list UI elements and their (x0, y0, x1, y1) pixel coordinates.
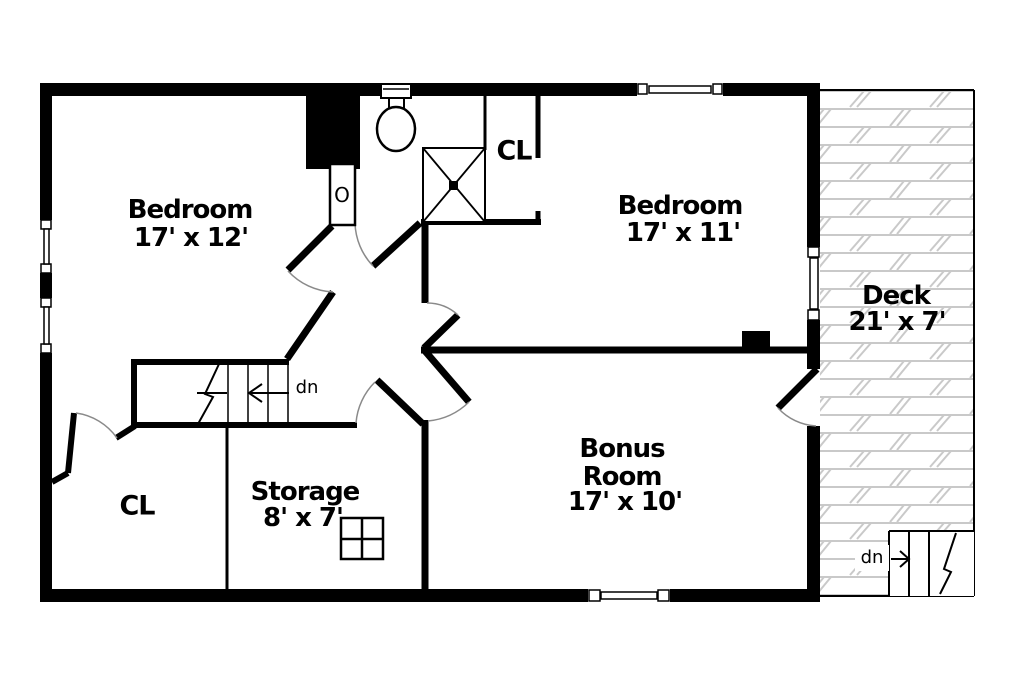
window-left-2 (40, 297, 52, 354)
stair-arrow-head (247, 383, 263, 403)
storage-door-leaf (374, 377, 426, 427)
closet-bath-label: CL (496, 135, 532, 167)
bonus-room-dimensions: 17' x 10' (567, 487, 683, 517)
deck-label: Deck (862, 281, 931, 311)
door-swing-arcs (75, 222, 817, 439)
windows (40, 83, 820, 602)
flue-block (742, 331, 770, 350)
bedroom1-label: Bedroom (127, 195, 254, 225)
deck-stairs (855, 530, 974, 596)
bathroom-fixtures (328, 83, 486, 227)
sink-basin-label: O (334, 183, 350, 207)
interior-walls (50, 93, 820, 595)
bedroom1-door-leaf (285, 223, 335, 273)
bathroom-door-arc (354, 222, 374, 267)
chimney (306, 93, 360, 169)
storage-door-arc (355, 381, 376, 424)
storage-window-icon (339, 516, 385, 561)
shower-icon (422, 147, 486, 223)
window-right-deck (807, 246, 820, 321)
exterior-walls (40, 83, 820, 602)
bonus-room-label-line2: Room (582, 462, 663, 492)
closet-door-arc (75, 412, 118, 439)
stairs-down-label: dn (295, 377, 319, 398)
bedroom2-door-arc (426, 302, 459, 316)
bathroom-door-leaf (370, 220, 423, 269)
deck-stairs-down-label: dn (860, 547, 884, 568)
stair-break-line (197, 363, 220, 425)
bonus-room-label-line1: Bonus (579, 434, 665, 464)
bedroom1-dimensions: 17' x 12' (133, 223, 249, 253)
sink-icon (328, 162, 357, 227)
closet-hall-label: CL (119, 490, 155, 522)
main-stairs (197, 363, 289, 425)
bedroom2-label: Bedroom (617, 191, 744, 221)
deck-area (820, 89, 975, 597)
bonus-door-arc (427, 401, 470, 422)
toilet-icon (375, 83, 417, 153)
bedroom2-door-leaf (421, 312, 461, 351)
storage-dimensions: 8' x 7' (263, 503, 344, 533)
closet-door-leaf (65, 412, 77, 474)
bedroom1-door-arc (287, 270, 334, 293)
deck-door-leaf (775, 366, 820, 411)
window-bottom (588, 589, 670, 602)
window-left-1 (40, 219, 52, 274)
window-top (637, 83, 723, 95)
deck-door-arc (777, 407, 817, 427)
storage-label: Storage (250, 477, 361, 507)
stair-arrow-head (899, 550, 911, 568)
stair-break-line (939, 532, 957, 595)
deck-dimensions: 21' x 7' (848, 307, 946, 337)
bonus-door-leaf (422, 348, 472, 405)
dn-label-backing (855, 545, 889, 571)
bedroom2-dimensions: 17' x 11' (625, 218, 741, 248)
